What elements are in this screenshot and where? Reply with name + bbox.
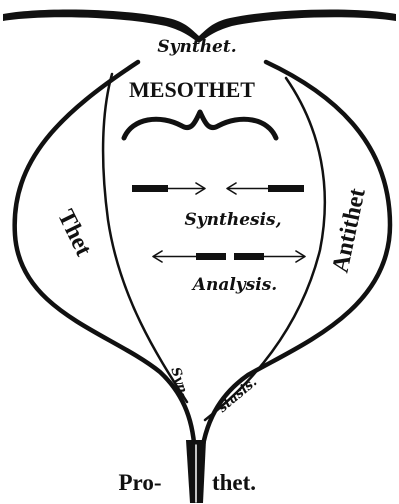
- label-mesothet: MESOTHET: [129, 77, 255, 102]
- label-pro: Pro-: [118, 470, 161, 495]
- label-thet-bottom: thet.: [212, 470, 256, 495]
- label-synthet: Synthet.: [157, 37, 236, 57]
- arrow-right-icon: [132, 183, 205, 194]
- arrow-left-icon: [227, 183, 304, 194]
- label-antithet: Antithet: [328, 186, 371, 275]
- label-synthesis: Synthesis,: [184, 210, 281, 230]
- arrow-right-icon: [234, 251, 305, 262]
- label-analysis: Analysis.: [191, 275, 277, 295]
- arrow-left-icon: [153, 251, 226, 262]
- label-thet: Thet: [52, 206, 96, 261]
- inner-right-arc: [205, 78, 325, 420]
- curly-brace-icon: [124, 112, 276, 138]
